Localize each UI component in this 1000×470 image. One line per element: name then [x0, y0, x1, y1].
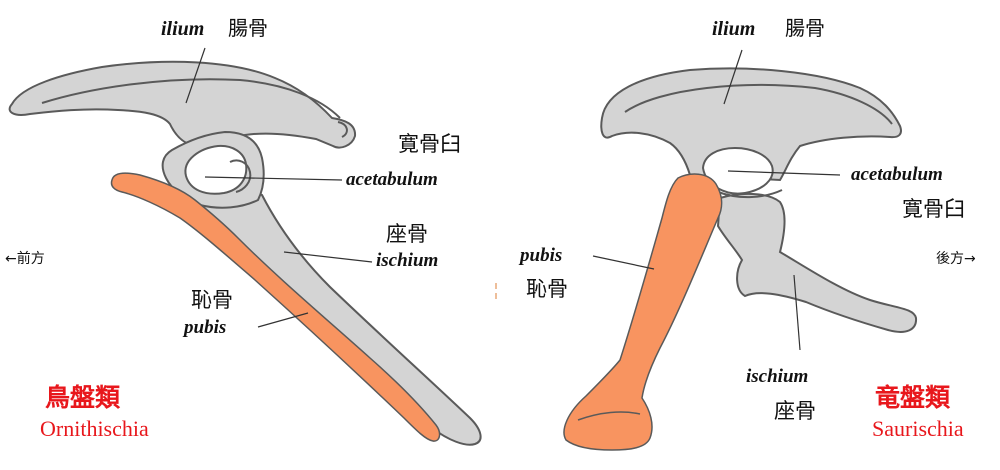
- right-ischium-latin-label: ischium: [746, 366, 808, 387]
- right-pubis-leader: [592, 255, 655, 270]
- left-direction-label: ←前方: [5, 250, 45, 267]
- left-acetabulum-jp-label: 寛骨臼: [398, 132, 461, 156]
- left-acetabulum-latin-label: acetabulum: [346, 169, 438, 190]
- right-acetabulum-leader: [727, 170, 841, 176]
- left-ilium-latin-label: ilium: [161, 18, 204, 40]
- left-ilium-hook: [337, 121, 348, 138]
- right-pubis-foot-line: [577, 411, 641, 421]
- saurischian-pelvis: [563, 49, 918, 451]
- right-direction-label: 後方→: [936, 251, 976, 267]
- left-acetabulum-rim: [229, 159, 252, 193]
- left-ischium-jp-label: 座骨: [386, 222, 428, 246]
- right-ilium-ridge: [624, 84, 893, 125]
- left-pubis-leader: [257, 312, 309, 328]
- right-acetabulum-rim: [717, 189, 783, 199]
- left-group-jp-label: 鳥盤類: [45, 383, 121, 412]
- left-ischium-leader: [283, 251, 373, 263]
- right-ilium-leader: [723, 49, 743, 105]
- left-pubis-jp-label: 恥骨: [191, 288, 233, 312]
- right-ischium-jp-label: 座骨: [774, 399, 816, 423]
- left-pubis-shape: [110, 172, 441, 442]
- left-ilium-leader: [185, 47, 206, 104]
- right-group-latin-label: Saurischia: [872, 416, 964, 441]
- right-ischium-shape: [716, 192, 918, 333]
- left-group-latin-label: Ornithischia: [40, 416, 149, 441]
- left-ilium-shape: [8, 60, 357, 149]
- right-group-jp-label: 竜盤類: [875, 383, 951, 412]
- left-ilium-ridge: [41, 78, 341, 119]
- right-pubis-latin-label: pubis: [518, 245, 562, 266]
- right-pubis-jp-label: 恥骨: [526, 277, 568, 301]
- right-pubis-shape: [563, 173, 723, 451]
- left-ilium-jp-label: 腸骨: [228, 16, 268, 40]
- ornithischian-pelvis: [8, 47, 482, 446]
- right-ischium-leader: [793, 274, 801, 351]
- left-pubis-latin-label: pubis: [182, 317, 226, 338]
- right-acetabulum-jp-label: 寛骨臼: [902, 197, 965, 221]
- right-ilium-latin-label: ilium: [712, 18, 755, 40]
- left-acetabulum-leader: [204, 176, 343, 181]
- right-acetabulum-latin-label: acetabulum: [851, 164, 943, 185]
- right-ilium-shape: [600, 67, 902, 182]
- right-ilium-jp-label: 腸骨: [785, 16, 825, 40]
- left-ischium-latin-label: ischium: [376, 250, 438, 271]
